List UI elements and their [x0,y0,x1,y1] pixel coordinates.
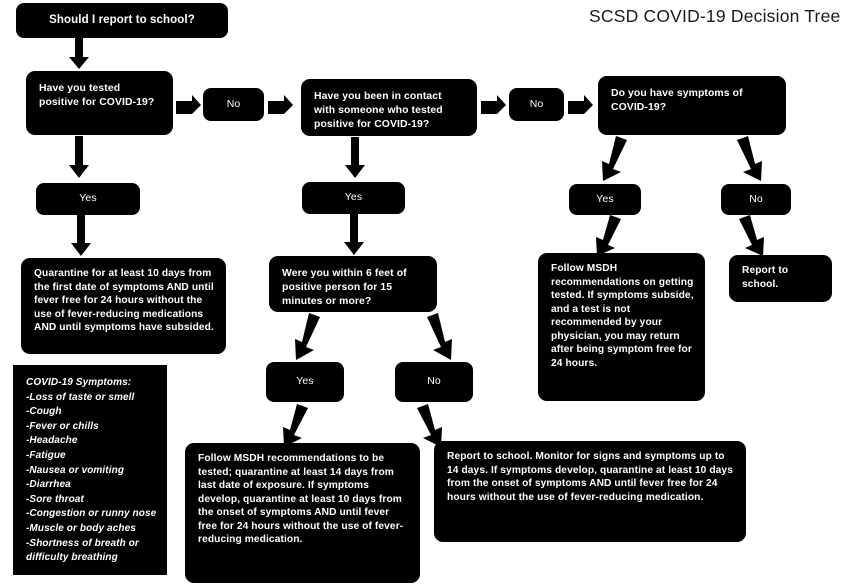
node-question-contact[interactable]: Have you been in contact with someone wh… [301,79,477,136]
symptom-item: -Sore throat [26,493,84,505]
node-no-six-feet[interactable]: No [395,362,473,402]
diagonal-down-left-arrow-icon-yes-to-msdh-exposure [278,404,310,448]
symptom-item: -Nausea or vomiting [26,464,125,476]
right-arrow-icon-contact-to-no2 [481,95,507,115]
node-yes-middle[interactable]: Yes [302,182,405,214]
down-arrow-icon-tested-to-yes [68,136,90,179]
symptoms-reference-panel: COVID-19 Symptoms: -Loss of taste or sme… [13,365,167,575]
node-outcome-report-school-short[interactable]: Report to school. [729,255,832,302]
node-question-symptoms[interactable]: Do you have symptoms of COVID-19? [598,76,786,135]
right-arrow-icon-no1-to-contact [268,95,294,115]
node-outcome-msdh-exposure[interactable]: Follow MSDH recommendations to be tested… [185,443,420,583]
diagonal-down-left-arrow-icon-sixfeet-to-yes [290,313,322,361]
diagonal-down-right-arrow-icon-sixfeet-to-no [425,313,457,361]
diagonal-down-left-arrow-icon-symptoms-to-yes [597,136,629,182]
diagonal-down-right-arrow-icon-no-right-to-report [738,215,768,257]
symptom-item: -Congestion or runny nose [26,508,157,520]
symptom-item: -Headache [26,435,78,447]
down-arrow-icon-yes-left-to-quarantine [70,215,92,257]
node-no-1[interactable]: No [203,88,264,121]
node-no-right[interactable]: No [721,184,791,215]
node-no-2[interactable]: No [509,88,564,121]
symptom-item: -Muscle or body aches [26,522,136,534]
diagonal-down-left-arrow-icon-yes-right-to-msdh [592,215,622,257]
node-outcome-quarantine[interactable]: Quarantine for at least 10 days from the… [21,258,226,354]
diagonal-down-right-arrow-icon-symptoms-to-no [735,136,767,182]
symptom-item: difficulty breathing [26,552,118,564]
symptom-item: -Diarrhea [26,479,71,491]
node-outcome-report-monitor[interactable]: Report to school. Monitor for signs and … [434,441,746,542]
node-yes-right[interactable]: Yes [569,184,641,215]
right-arrow-icon-tested-to-no1 [176,95,202,115]
node-outcome-msdh-symptoms[interactable]: Follow MSDH recommendations on getting t… [538,253,705,401]
node-question-tested-positive[interactable]: Have you tested positive for COVID-19? [26,71,173,135]
node-question-six-feet[interactable]: Were you within 6 feet of positive perso… [269,256,437,312]
page-title: SCSD COVID-19 Decision Tree [589,6,841,26]
node-yes-left[interactable]: Yes [36,183,140,215]
diagonal-down-right-arrow-icon-no-to-report-monitor [415,404,447,448]
symptom-item: -Fever or chills [26,420,99,432]
down-arrow-icon-yes-middle-to-sixfeet [343,214,365,256]
node-start[interactable]: Should I report to school? [16,3,228,38]
symptoms-heading: COVID-19 Symptoms: [26,377,132,388]
node-yes-six-feet[interactable]: Yes [266,362,344,402]
symptom-item: -Loss of taste or smell [26,391,135,403]
symptom-item: -Cough [26,406,62,418]
right-arrow-icon-no2-to-symptoms [568,95,594,115]
down-arrow-icon-contact-to-yes [344,137,366,179]
symptom-item: -Shortness of breath or [26,537,139,549]
symptom-item: -Fatigue [26,449,66,461]
down-arrow-icon-start-to-tested [68,38,90,70]
